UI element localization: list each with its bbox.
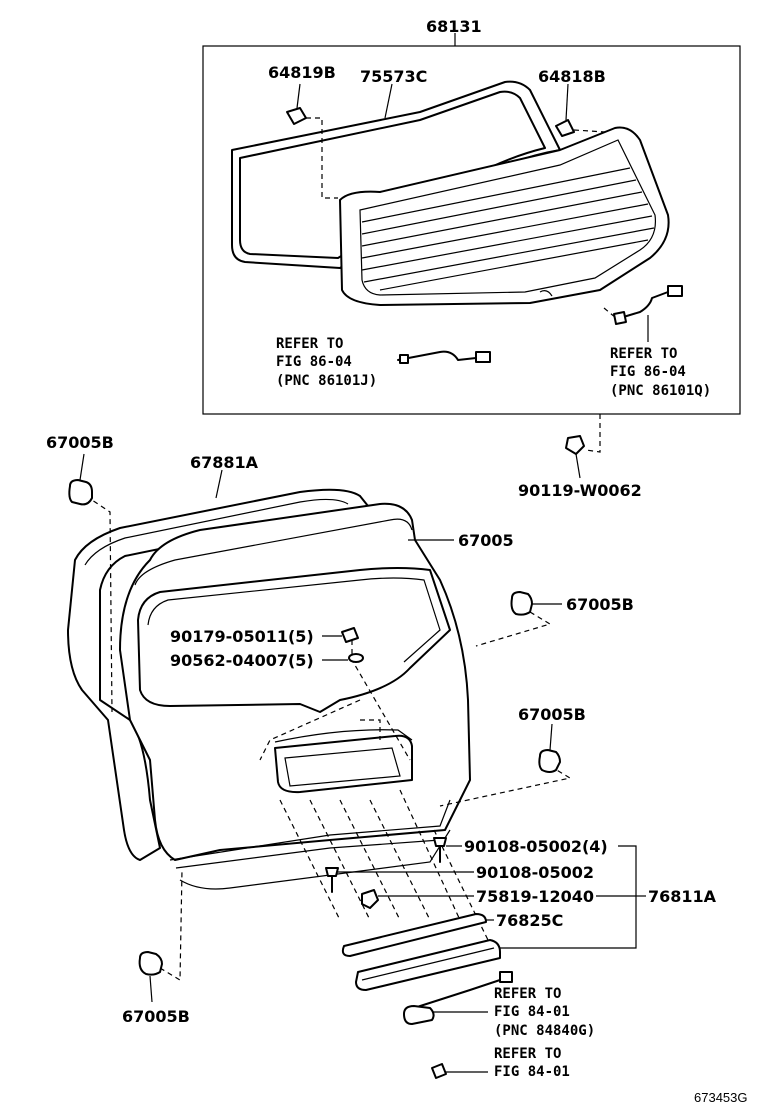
refer-84840G-line2: FIG 84-01 [494, 1004, 570, 1020]
cushion-67005B-right-lower [538, 723, 561, 773]
label-67005B-right-lower: 67005B [518, 705, 586, 724]
refer-86101Q-line2: FIG 86-04 [610, 364, 686, 380]
leader-75573C [384, 83, 393, 119]
cushion-67005B-top-left [68, 453, 93, 506]
stud-90119-W0062 [565, 414, 601, 479]
glass-assembly-box [202, 33, 741, 415]
refer-86101J-line2: FIG 86-04 [276, 354, 352, 370]
label-67881A: 67881A [190, 453, 259, 472]
license-garnish-lamp-housing [355, 939, 501, 991]
screw-90108-05002-b [325, 867, 474, 893]
drawing-number: 673453G [694, 1090, 748, 1105]
refer-84-01-line2: FIG 84-01 [494, 1064, 570, 1080]
label-64818B: 64818B [538, 67, 606, 86]
license-lamp-wiring [403, 971, 513, 1079]
label-75819-12040: 75819-12040 [476, 887, 594, 906]
refer-84-01-line1: REFER TO [494, 1046, 561, 1062]
label-68131: 68131 [426, 17, 482, 36]
nut-90179-05011 [322, 627, 359, 643]
reference-notes: REFER TO FIG 86-04 (PNC 86101J) REFER TO… [276, 336, 711, 1080]
defogger-lines [361, 167, 655, 291]
group-bracket-76811A [500, 845, 646, 949]
label-76811A: 76811A [648, 887, 717, 906]
refer-84840G-line3: (PNC 84840G) [494, 1023, 595, 1039]
refer-note-86101J: REFER TO FIG 86-04 (PNC 86101J) [276, 336, 377, 389]
label-76825C: 76825C [496, 911, 563, 930]
cushion-67005B-bottom-left [138, 951, 163, 1003]
clip-64818B [555, 83, 606, 137]
label-75573C: 75573C [360, 67, 427, 86]
defogger-wire-left [397, 350, 491, 364]
cushion-67005B-right-upper [510, 591, 562, 616]
refer-86101J-line3: (PNC 86101J) [276, 373, 377, 389]
label-90108-05002: 90108-05002 [476, 863, 594, 882]
refer-note-84-01: REFER TO FIG 84-01 [494, 1046, 570, 1080]
screw-90108-05002-a [433, 837, 462, 863]
back-window-glass [339, 126, 670, 306]
refer-84840G-line1: REFER TO [494, 986, 561, 1002]
refer-86101J-line1: REFER TO [276, 336, 343, 352]
label-64819B: 64819B [268, 63, 336, 82]
part-labels: 68131 64819B 75573C 64818B 67005B 67881A… [46, 17, 748, 1105]
refer-86101Q-line1: REFER TO [610, 346, 677, 362]
label-90119-W0062: 90119-W0062 [518, 481, 642, 500]
clip-64819B [286, 83, 338, 199]
refer-86101Q-line3: (PNC 86101Q) [610, 383, 711, 399]
refer-note-84840G: REFER TO FIG 84-01 (PNC 84840G) [494, 986, 595, 1039]
refer-note-86101Q: REFER TO FIG 86-04 (PNC 86101Q) [610, 346, 711, 399]
back-door-panel-67005 [119, 502, 471, 890]
washer-90562-04007 [322, 653, 364, 663]
label-67005B-right-upper: 67005B [566, 595, 634, 614]
label-90108-05002-qty: 90108-05002(4) [464, 837, 608, 856]
defogger-wire-right [603, 285, 683, 342]
label-67005: 67005 [458, 531, 514, 550]
label-90562-04007: 90562-04007(5) [170, 651, 314, 670]
label-67005B-bottom-left: 67005B [122, 1007, 190, 1026]
label-67005B-top-left: 67005B [46, 433, 114, 452]
label-90179-05011: 90179-05011(5) [170, 627, 314, 646]
garnish-76825C [341, 913, 494, 957]
clip-75819-12040 [361, 889, 474, 909]
